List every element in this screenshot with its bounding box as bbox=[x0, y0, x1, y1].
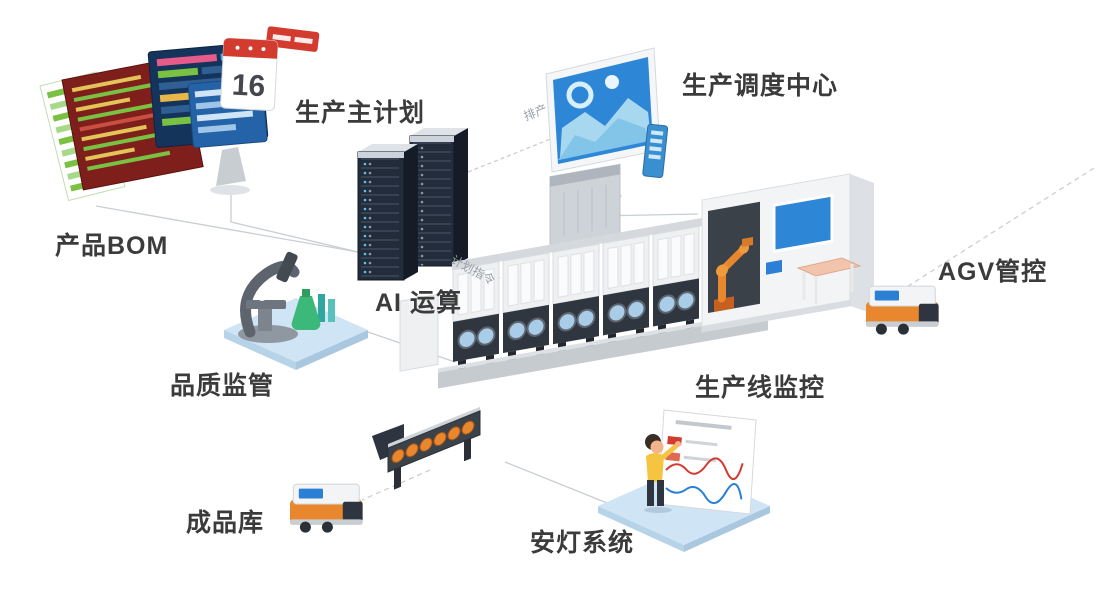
connector-line-to-andon bbox=[504, 461, 613, 506]
quality-illustration bbox=[224, 251, 368, 370]
calendar-day: 16 bbox=[231, 68, 266, 103]
label-ai-compute: AI 运算 bbox=[375, 289, 462, 317]
label-andon: 安灯系统 bbox=[530, 529, 635, 557]
label-quality: 品质监管 bbox=[170, 372, 275, 400]
side-panel-icon bbox=[642, 123, 669, 179]
bom-screens-illustration: 16 bbox=[39, 26, 320, 202]
warehouse-cart bbox=[289, 483, 364, 534]
line-modules bbox=[399, 163, 768, 389]
dot-widget bbox=[605, 75, 619, 89]
line-roof-strip bbox=[452, 209, 752, 270]
donut-widget bbox=[566, 81, 594, 109]
dispatch-monitor-illustration bbox=[545, 47, 669, 201]
andon-board-icon bbox=[657, 409, 757, 515]
work-table-icon bbox=[796, 257, 862, 304]
server-rack-left-icon bbox=[357, 144, 418, 281]
label-bom: 产品BOM bbox=[55, 232, 169, 260]
outfeed-conveyor bbox=[372, 406, 481, 490]
ai-server-illustration bbox=[357, 128, 468, 281]
label-finished-warehouse: 成品库 bbox=[186, 509, 265, 537]
red-banner-icon bbox=[265, 26, 320, 52]
cabin-side bbox=[850, 174, 874, 314]
microscope-icon bbox=[238, 251, 300, 343]
robot-arm-icon bbox=[714, 237, 753, 312]
connector-agv-route bbox=[901, 167, 1095, 291]
production-line-illustration bbox=[372, 163, 874, 490]
line-platform bbox=[438, 314, 768, 389]
connector-plan-to-ai bbox=[230, 192, 359, 253]
screen-base bbox=[210, 185, 250, 195]
chart-area-front bbox=[559, 118, 650, 160]
connector-bom-to-ai bbox=[95, 205, 359, 253]
server-rack-right-icon bbox=[409, 128, 468, 267]
blue-trend-line bbox=[665, 483, 743, 505]
label-master-plan: 生产主计划 bbox=[295, 99, 426, 127]
red-trend-line bbox=[665, 457, 744, 480]
screen-stand bbox=[216, 147, 246, 186]
flask-icon bbox=[291, 289, 335, 331]
cabin-logo bbox=[766, 259, 782, 275]
label-line-monitor: 生产线监控 bbox=[695, 374, 826, 402]
person-figure bbox=[644, 434, 681, 513]
robot-cell bbox=[701, 173, 874, 333]
agv-control-cart bbox=[865, 285, 940, 336]
andon-illustration bbox=[598, 409, 770, 552]
cabin-window bbox=[772, 193, 834, 254]
label-dispatch-center: 生产调度中心 bbox=[682, 72, 839, 100]
infeed-cabinet bbox=[399, 293, 439, 372]
calendar-icon: 16 bbox=[220, 37, 279, 111]
label-agv-control: AGV管控 bbox=[938, 258, 1048, 286]
